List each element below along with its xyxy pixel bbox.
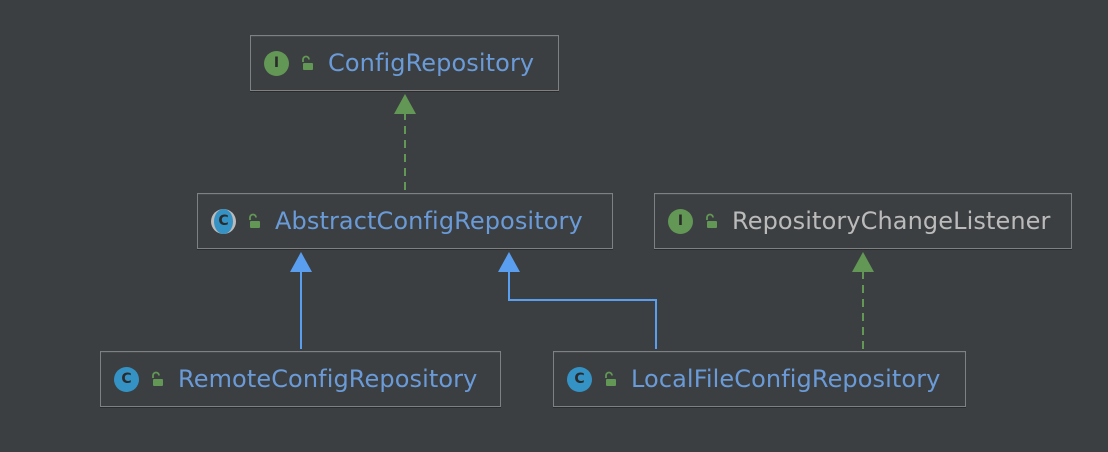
- unlocked-padlock-icon: [706, 213, 717, 228]
- edge-localfile-extends-abstract: [498, 252, 657, 349]
- node-title: RepositoryChangeListener: [732, 207, 1051, 235]
- unlocked-padlock-icon: [152, 371, 163, 386]
- interface-badge-icon: I: [668, 208, 693, 234]
- abstract-class-badge-icon: C: [211, 208, 236, 234]
- node-local-file-config-repository[interactable]: C LocalFileConfigRepository: [553, 351, 966, 407]
- unlocked-padlock-icon: [302, 55, 313, 70]
- unlocked-padlock-icon: [249, 213, 260, 228]
- node-repository-change-listener[interactable]: I RepositoryChangeListener: [654, 193, 1072, 249]
- node-title: AbstractConfigRepository: [275, 207, 583, 235]
- hollow-arrowhead-icon: [290, 252, 312, 272]
- edge-remote-extends-abstract: [290, 252, 312, 349]
- hollow-arrowhead-icon: [394, 94, 416, 114]
- node-title: ConfigRepository: [328, 49, 535, 77]
- node-abstract-config-repository[interactable]: C AbstractConfigRepository: [197, 193, 613, 249]
- edge-abstract-implements-configrepository: [394, 94, 416, 190]
- hollow-arrowhead-icon: [852, 252, 874, 272]
- node-title: LocalFileConfigRepository: [631, 365, 941, 393]
- node-title: RemoteConfigRepository: [178, 365, 478, 393]
- interface-badge-icon: I: [264, 50, 289, 76]
- edge-localfile-implements-listener: [852, 252, 874, 349]
- unlocked-padlock-icon: [605, 371, 616, 386]
- class-badge-icon: C: [567, 366, 592, 392]
- node-config-repository[interactable]: I ConfigRepository: [250, 35, 559, 91]
- class-badge-icon: C: [114, 366, 139, 392]
- hollow-arrowhead-icon: [498, 252, 520, 272]
- node-remote-config-repository[interactable]: C RemoteConfigRepository: [100, 351, 501, 407]
